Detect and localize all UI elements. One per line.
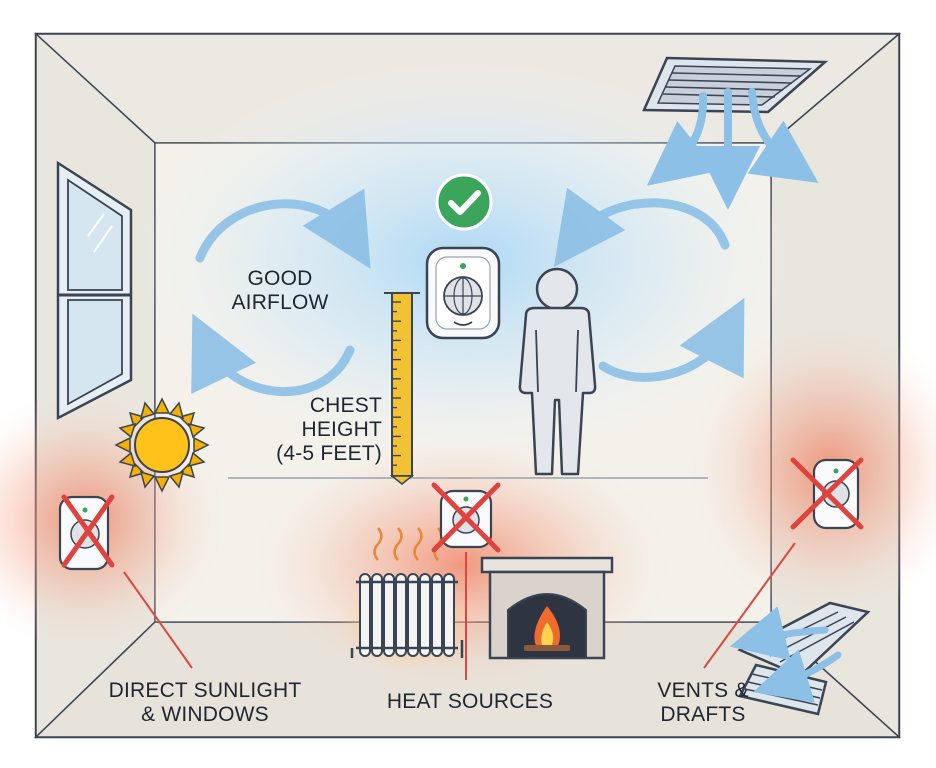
person-icon [518, 267, 597, 476]
check-icon [435, 173, 493, 231]
thermostat-icon [425, 246, 501, 340]
airflow-arrows [191, 187, 745, 397]
cross-icon [790, 457, 864, 530]
direct-sunlight-label-line: DIRECT SUNLIGHT [108, 679, 302, 702]
ceiling-vent-airflow [646, 88, 819, 210]
heat-sources-label: HEAT SOURCES [370, 690, 570, 714]
leader-lines [123, 542, 796, 680]
vent-hot-glow [690, 320, 936, 620]
chest-height-label-line: (4-5 FEET) [276, 442, 382, 465]
vents-drafts-label: VENTS & DRAFTS [638, 679, 768, 727]
cross-icon [431, 482, 501, 553]
direct-sunlight-label-line: & WINDOWS [141, 703, 269, 726]
chest-height-label-line: HEIGHT [301, 418, 382, 441]
radiator-fin [359, 573, 371, 657]
heat-sources-label-line: HEAT SOURCES [386, 690, 554, 713]
good-airflow-label-line: AIRFLOW [231, 291, 329, 314]
fireplace-icon [480, 556, 614, 660]
airflow-arrow-top-left [195, 188, 371, 269]
airflow-arrow-bottom-right [598, 297, 745, 382]
floor-vent-airflow [729, 606, 842, 703]
direct-sunlight-label: DIRECT SUNLIGHT & WINDOWS [90, 679, 320, 727]
leader-line-vents [703, 542, 796, 669]
airflow-arrow-top-right [553, 187, 730, 268]
radiator-fin [419, 573, 431, 657]
ceiling-vent-icon [642, 56, 829, 114]
radiator-fin [383, 573, 395, 657]
vents-drafts-label-line: VENTS & [657, 679, 749, 702]
radiator-fin [395, 573, 407, 657]
airflow-arrow-bottom-left [191, 313, 355, 397]
leader-line-sunlight [123, 571, 193, 669]
chest-height-label-line: CHEST [309, 394, 382, 417]
good-airflow-label-line: GOOD [247, 267, 313, 290]
radiator-fin [371, 573, 383, 657]
chest-height-label: CHEST HEIGHT (4-5 FEET) [240, 394, 382, 466]
radiator-fin [431, 573, 443, 657]
cross-icon [61, 494, 115, 568]
good-airflow-label: GOOD AIRFLOW [220, 267, 340, 315]
radiator-fin [407, 573, 419, 657]
vents-drafts-label-line: DRAFTS [660, 703, 746, 726]
ruler-icon [384, 292, 420, 485]
radiator-fin [443, 573, 455, 657]
window-icon [56, 160, 133, 421]
radiator-icon [350, 527, 464, 658]
sun-icon [114, 397, 210, 493]
ruler-ticks [392, 301, 401, 466]
